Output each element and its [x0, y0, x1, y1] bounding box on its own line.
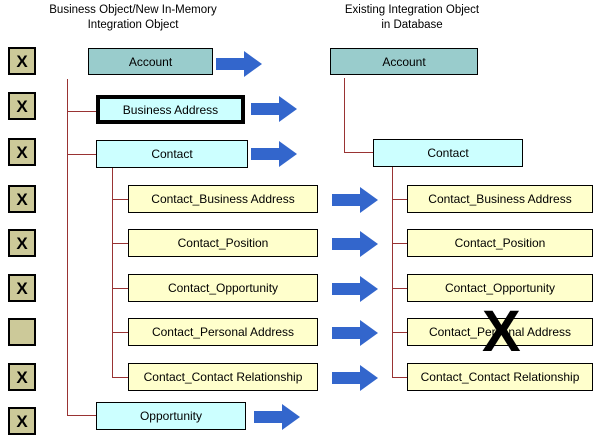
left-trunk-line: [67, 79, 68, 416]
status-box-contact-opportunity[interactable]: X: [8, 274, 36, 302]
node-right-contact-personal-address[interactable]: Contact_Personal Address: [407, 318, 593, 346]
status-box-contact[interactable]: X: [8, 138, 36, 166]
left-stub-contact-position: [112, 243, 129, 244]
arrow-contact-position: [332, 231, 378, 257]
right-stub-contact-position: [392, 243, 408, 244]
right-stub-contact-personal-address: [392, 332, 408, 333]
node-right-contact-business-address[interactable]: Contact_Business Address: [407, 185, 593, 213]
right-column-header: Existing Integration Object in Database: [344, 4, 480, 31]
status-box-contact-contact-relationship[interactable]: X: [8, 363, 36, 391]
status-box-contact-business-address[interactable]: X: [8, 185, 36, 213]
node-left-contact-contact-relationship[interactable]: Contact_Contact Relationship: [128, 363, 318, 391]
left-stub-contact-personal-address: [112, 332, 129, 333]
node-right-contact[interactable]: Contact: [373, 139, 523, 167]
status-box-contact-position[interactable]: X: [8, 229, 36, 257]
arrow-contact-contact-relationship: [332, 365, 378, 391]
left-stub-contact-business-address: [112, 199, 129, 200]
status-box-contact-personal-address[interactable]: [8, 318, 36, 346]
node-left-opportunity[interactable]: Opportunity: [96, 402, 246, 430]
left-stub-opportunity: [67, 415, 96, 416]
node-left-contact-personal-address[interactable]: Contact_Personal Address: [128, 318, 318, 346]
node-left-account[interactable]: Account: [88, 48, 213, 75]
node-left-contact-business-address[interactable]: Contact_Business Address: [128, 185, 318, 213]
right-trunk-line: [344, 78, 345, 153]
right-stub-contact: [344, 152, 373, 153]
left-stub-business-address: [67, 111, 97, 112]
right-stub-contact-contact-relationship: [392, 377, 408, 378]
node-right-contact-opportunity[interactable]: Contact_Opportunity: [407, 274, 593, 302]
arrow-contact-personal-address: [332, 320, 378, 346]
delete-overlay-x-icon: X: [482, 299, 521, 364]
arrow-opportunity: [254, 404, 300, 430]
left-stub-contact: [67, 154, 96, 155]
node-right-contact-position[interactable]: Contact_Position: [407, 229, 593, 257]
status-box-account[interactable]: X: [8, 47, 36, 75]
arrow-business-address: [251, 96, 297, 122]
node-left-contact-position[interactable]: Contact_Position: [128, 229, 318, 257]
arrow-account: [216, 51, 262, 77]
left-column-header: Business Object/New In-Memory Integratio…: [49, 4, 217, 31]
arrow-contact: [251, 141, 297, 167]
left-stub-contact-contact-relationship: [112, 377, 129, 378]
right-stub-contact-business-address: [392, 199, 408, 200]
node-left-contact[interactable]: Contact: [96, 140, 248, 168]
left-stub-contact-opportunity: [112, 288, 129, 289]
node-left-business-address[interactable]: Business Address: [96, 95, 245, 124]
status-box-opportunity[interactable]: X: [8, 407, 36, 435]
right-contact-trunk-line: [392, 165, 393, 378]
node-right-account[interactable]: Account: [330, 48, 478, 75]
right-stub-contact-opportunity: [392, 288, 408, 289]
node-left-contact-opportunity[interactable]: Contact_Opportunity: [128, 274, 318, 302]
arrow-contact-opportunity: [332, 276, 378, 302]
node-right-contact-contact-relationship[interactable]: Contact_Contact Relationship: [407, 363, 593, 391]
status-box-business-address[interactable]: X: [8, 92, 36, 120]
left-contact-trunk-line: [112, 166, 113, 378]
arrow-contact-business-address: [332, 187, 378, 213]
